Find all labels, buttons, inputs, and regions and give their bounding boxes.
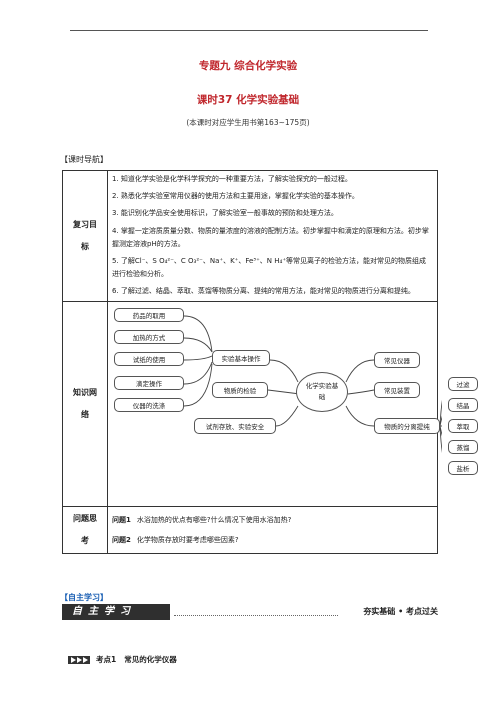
map-node-heating-methods: 加热的方式: [114, 329, 184, 344]
goal-item: 4. 掌握一定溶质质量分数、物质的量浓度的溶液的配制方法。初步掌握中和滴定的原理…: [112, 226, 429, 248]
goal-item: 5. 了解Cl⁻、S O₄²⁻、C O₃²⁻、Na⁺、K⁺、Fe³⁺、N H₄⁺…: [112, 257, 427, 279]
map-node-filtration: 过滤: [448, 376, 478, 391]
map-node-common-instruments: 常见仪器: [374, 351, 420, 368]
knowledge-map: 药品的取用 加热的方式 试纸的使用 滴定操作 仪器的洗涤 实验基本操作 物质的检…: [108, 302, 478, 506]
goal-item: 2. 熟悉化学实验室常用仪器的使用方法和主要用途，掌握化学实验的基本操作。: [112, 192, 359, 201]
map-node-separation-purification: 物质的分离提纯: [374, 417, 440, 434]
page-subtitle: 课时37 化学实验基础: [196, 94, 300, 106]
exam-point-title: 常见的化学仪器: [124, 655, 177, 664]
map-node-crystallization: 结晶: [448, 397, 478, 412]
knowledge-network-row: 知识网 络: [62, 300, 478, 507]
map-node-storage-safety: 试剂存放、实验安全: [194, 417, 276, 434]
map-node-reagent-taking: 药品的取用: [114, 307, 184, 322]
map-connectors: [183, 315, 442, 453]
exam-point-heading: 考点1 常见的化学仪器: [68, 654, 177, 665]
review-goals-heading: 复习目 标: [62, 170, 108, 302]
page-title: 专题九 综合化学实验: [198, 60, 298, 72]
map-node-distillation: 蒸馏: [448, 439, 478, 454]
review-goals-row: 复习目 标 1. 知道化学实验是化学科学探究的一种重要方法，了解实验探究的一般过…: [62, 170, 438, 302]
page-note: (本课时对应学生用书第163~175页): [186, 118, 310, 127]
map-node-test-paper: 试纸的使用: [114, 351, 184, 366]
map-node-common-apparatus: 常见装置: [374, 381, 420, 398]
self-study-label: 【自主学习】: [60, 593, 108, 602]
review-goals-list: 1. 知道化学实验是化学科学探究的一种重要方法，了解实验探究的一般过程。 2. …: [107, 170, 438, 302]
section-label: 【课时导航】: [60, 155, 108, 164]
self-study-banner: 自主学习 夯实基础 • 考点过关: [62, 604, 438, 620]
double-chevron-icon: [68, 655, 90, 664]
knowledge-map-cell: 药品的取用 加热的方式 试纸的使用 滴定操作 仪器的洗涤 实验基本操作 物质的检…: [107, 300, 478, 507]
top-rule: [70, 30, 428, 31]
course-navigation-table: 复习目 标 1. 知道化学实验是化学科学探究的一种重要方法，了解实验探究的一般过…: [62, 170, 478, 554]
map-node-salting-out: 盐析: [448, 460, 478, 475]
banner-tagline: 夯实基础 • 考点过关: [363, 607, 438, 616]
goal-item: 6. 了解过滤、结晶、萃取、蒸馏等物质分离、提纯的常用方法，能对常见的物质进行分…: [112, 287, 415, 296]
map-node-titration: 滴定操作: [114, 375, 184, 390]
question-heading: 问题思 考: [62, 505, 108, 554]
knowledge-network-heading: 知识网 络: [62, 300, 108, 507]
map-node-center: 化学实验基础: [296, 371, 348, 412]
map-node-basic-operations: 实验基本操作: [212, 349, 270, 366]
banner-title: 自主学习: [62, 604, 170, 620]
map-node-instrument-washing: 仪器的洗涤: [114, 397, 184, 412]
exam-point-label: 考点1: [96, 655, 117, 664]
banner-dotted-line: [174, 615, 338, 616]
goal-item: 3. 能识别化学品安全使用标识，了解实验室一般事故的预防和处理方法。: [112, 209, 338, 218]
map-node-extraction: 萃取: [448, 418, 478, 433]
goal-item: 1. 知道化学实验是化学科学探究的一种重要方法，了解实验探究的一般过程。: [112, 175, 352, 183]
map-node-substance-detection: 物质的检验: [212, 381, 268, 398]
